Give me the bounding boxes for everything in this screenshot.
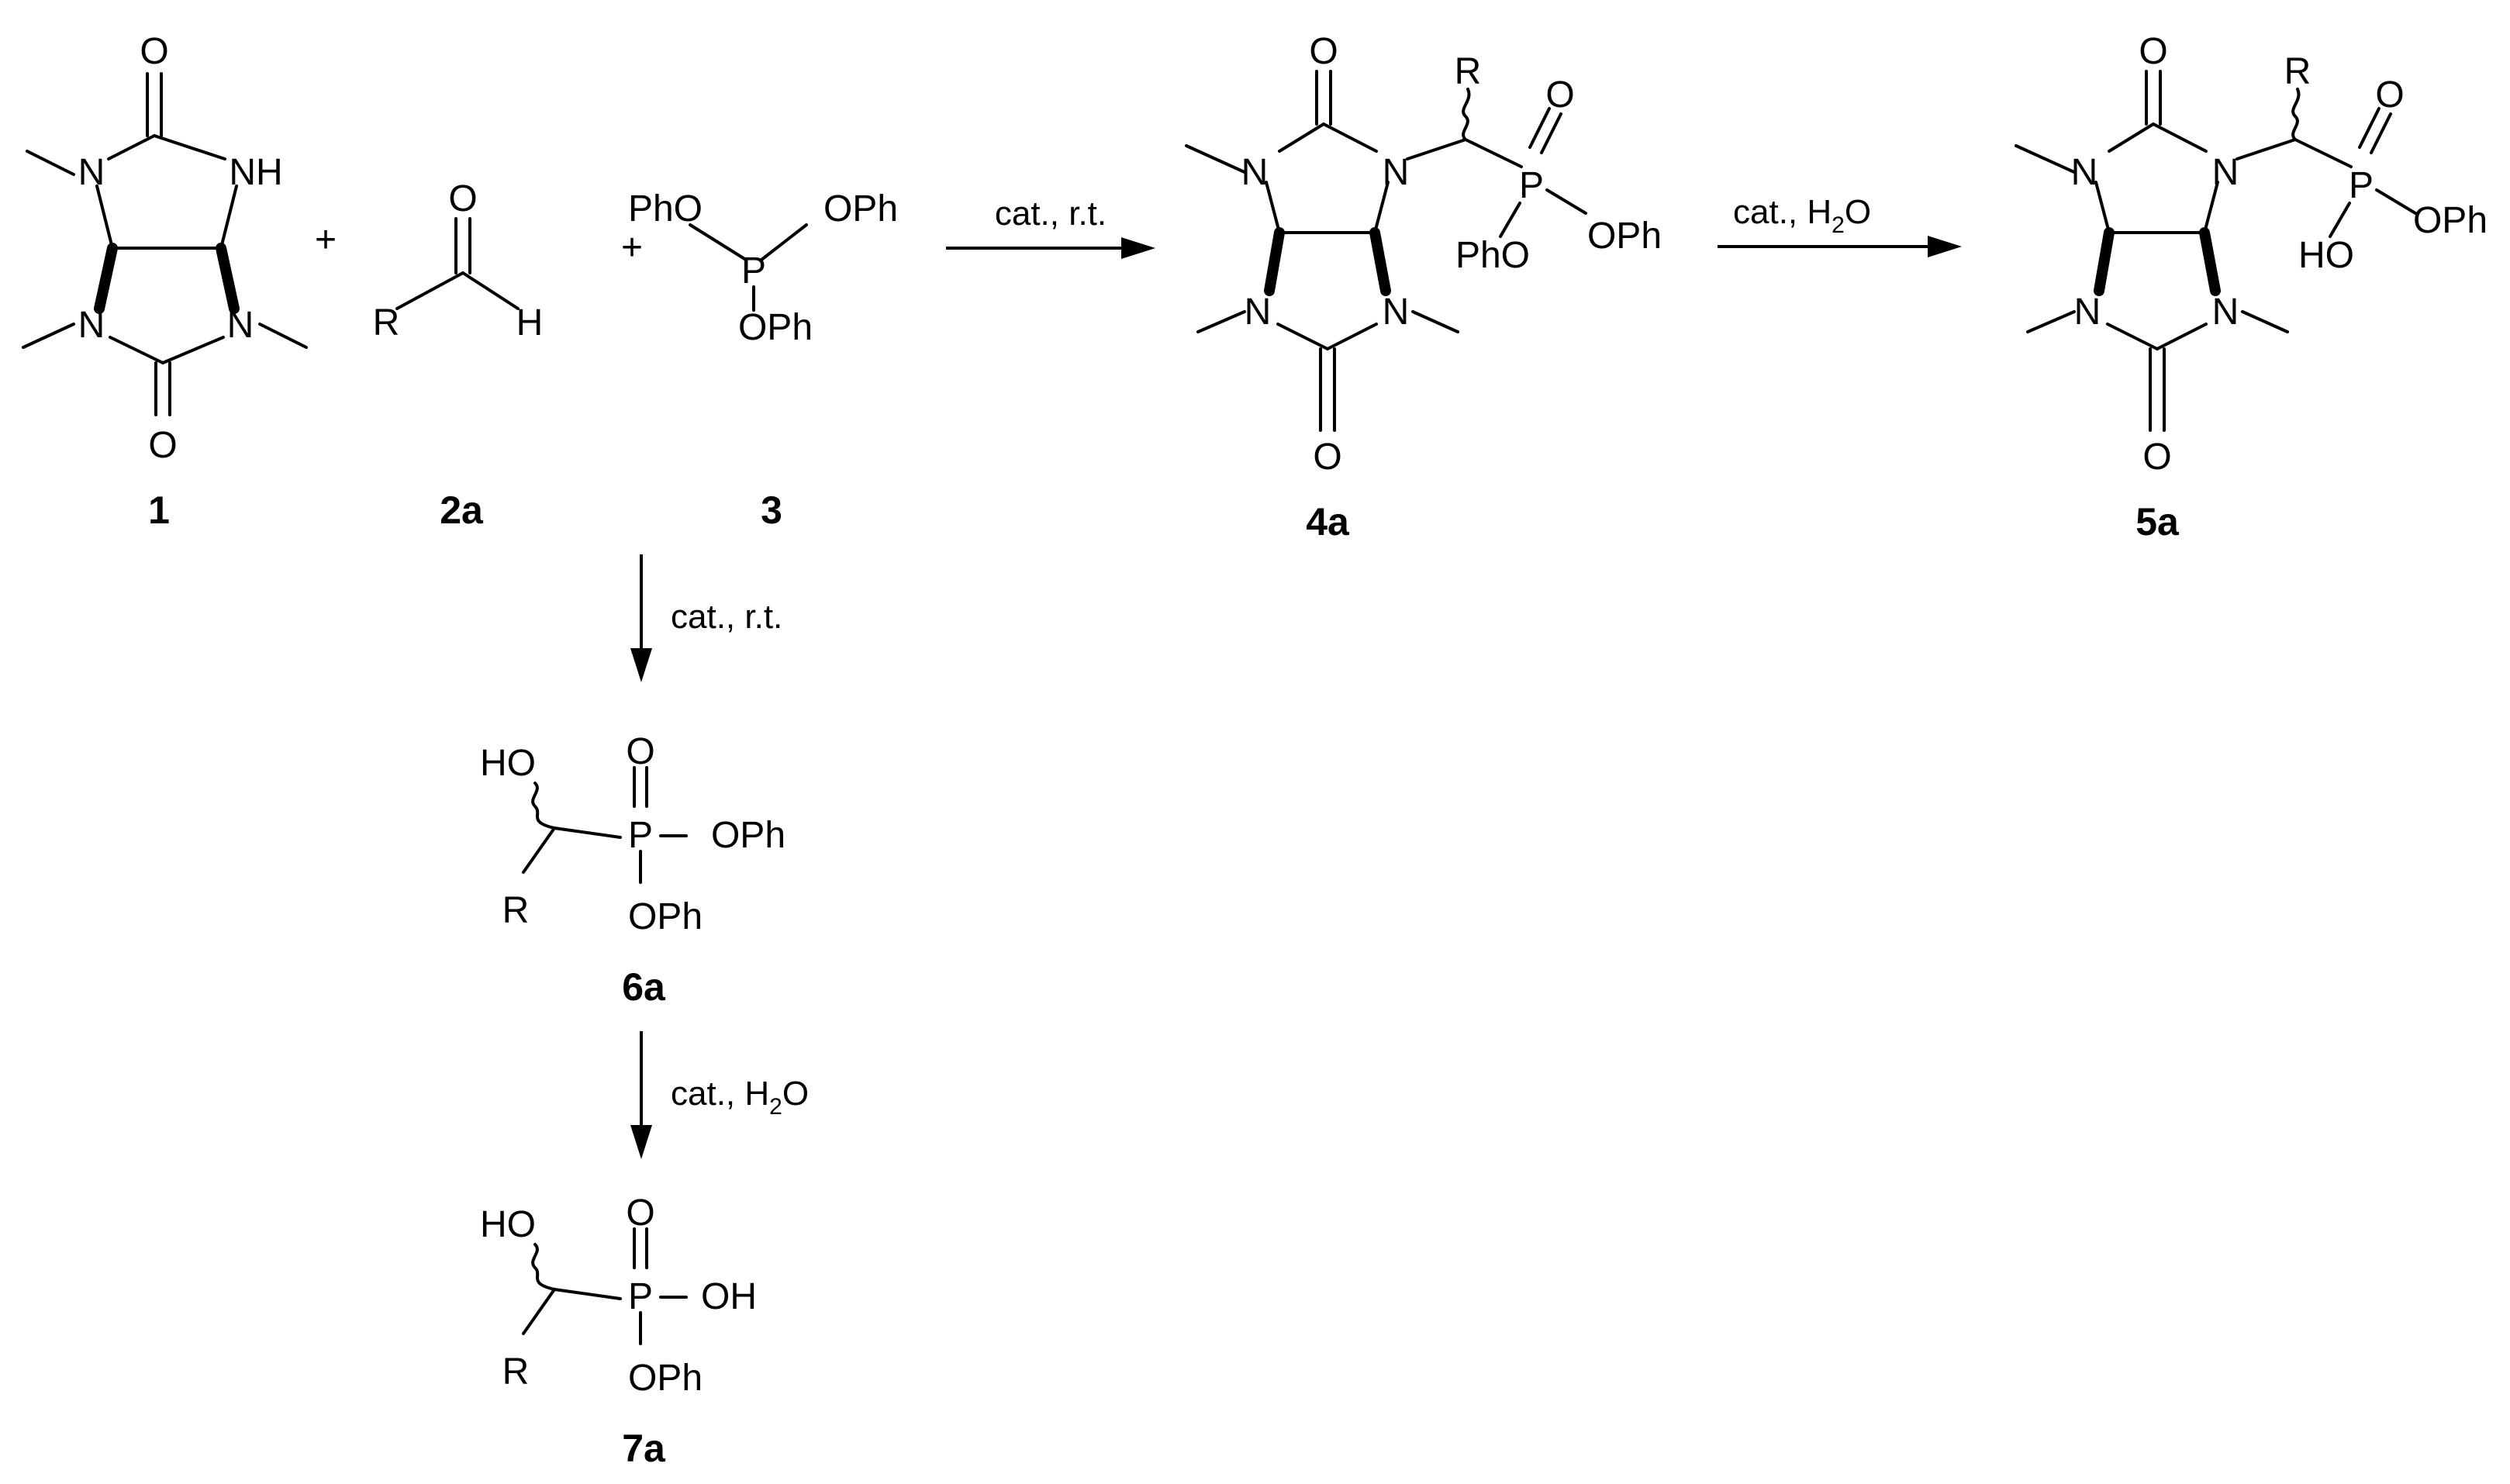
plus-sign: + — [315, 219, 337, 261]
atom-label: OPh — [711, 815, 785, 856]
atom-label: N — [1383, 152, 1410, 193]
atom-label: O — [1545, 74, 1574, 116]
atom-label: OPh — [1587, 216, 1662, 257]
atom-label: P — [1519, 165, 1544, 206]
atom-label: N — [227, 305, 254, 346]
atom-label: O — [2375, 74, 2404, 116]
atom-label: O — [2139, 31, 2167, 72]
atom-label: N — [1241, 152, 1269, 193]
atom-label: O — [1309, 31, 1338, 72]
atom-label: N — [2212, 152, 2239, 193]
compound-3: PhO OPh + P OPh 3 — [621, 188, 898, 532]
atom-label: O — [140, 31, 168, 72]
atom-label: OPh — [738, 307, 813, 348]
atom-label: OPh — [628, 896, 703, 937]
atom-label: N — [2074, 292, 2101, 333]
reaction-arrow-2: cat., H2O — [1718, 193, 1962, 257]
compound-6a: HO O P OPh R OPh 6a — [480, 731, 785, 1009]
condition-text: cat., H2O — [671, 1075, 809, 1120]
atom-label: O — [2142, 437, 2171, 478]
plus-sign: + — [621, 227, 643, 268]
condition-text: cat., H2O — [1733, 193, 1871, 238]
atom-label: OPh — [2413, 200, 2488, 241]
atom-label: P — [628, 1276, 653, 1317]
reaction-arrow-3: cat., r.t. — [630, 554, 782, 682]
atom-label: R — [502, 890, 530, 931]
compound-label: 1 — [148, 488, 170, 532]
atom-label: O — [626, 1192, 654, 1234]
atom-label: N — [78, 305, 105, 346]
atom-label: N — [2071, 152, 2098, 193]
atom-label: R — [373, 302, 400, 343]
atom-label: O — [1313, 437, 1341, 478]
compound-5a: O N N N N O R O P HO OPh 5a — [2015, 31, 2488, 544]
atom-label: N — [1383, 292, 1410, 333]
atom-label: N — [78, 152, 105, 193]
compound-label: 6a — [622, 965, 666, 1009]
atom-label: HO — [480, 743, 536, 784]
atom-label: N — [1245, 292, 1272, 333]
atom-label: N — [2212, 292, 2239, 333]
atom-label: O — [148, 425, 177, 466]
compound-label: 2a — [440, 488, 484, 532]
atom-label: R — [2284, 51, 2311, 92]
atom-label: R — [1455, 51, 1482, 92]
atom-label: P — [2349, 165, 2374, 206]
atom-label: NH — [229, 152, 282, 193]
compound-label: 7a — [622, 1427, 666, 1470]
reaction-arrow-1: cat., r.t. — [946, 195, 1155, 259]
atom-label: HO — [2298, 235, 2354, 276]
atom-label: P — [628, 815, 653, 856]
atom-label: HO — [480, 1204, 536, 1245]
compound-4a: O N N N N O R O P PhO OPh 4a — [1185, 31, 1662, 544]
atom-label: P — [741, 250, 766, 292]
atom-label: H — [516, 302, 544, 343]
compound-2a: O R H 2a — [373, 178, 544, 532]
reaction-arrow-4: cat., H2O — [630, 1031, 809, 1159]
atom-label: O — [626, 731, 654, 772]
condition-text: cat., r.t. — [995, 195, 1107, 233]
compound-label: 3 — [761, 488, 782, 532]
atom-label: R — [502, 1351, 530, 1393]
compound-1: O N NH N N O 1 — [22, 31, 308, 532]
compound-label: 5a — [2135, 500, 2180, 544]
atom-label: OPh — [823, 188, 898, 230]
atom-label: O — [448, 178, 477, 219]
compound-7a: HO O P OH R OPh 7a — [480, 1192, 757, 1470]
atom-label: OPh — [628, 1358, 703, 1399]
compound-label: 4a — [1306, 500, 1350, 544]
atom-label: OH — [701, 1276, 757, 1317]
condition-text: cat., r.t. — [671, 598, 782, 636]
atom-label: PhO — [1455, 235, 1530, 276]
atom-label: PhO — [628, 188, 703, 230]
